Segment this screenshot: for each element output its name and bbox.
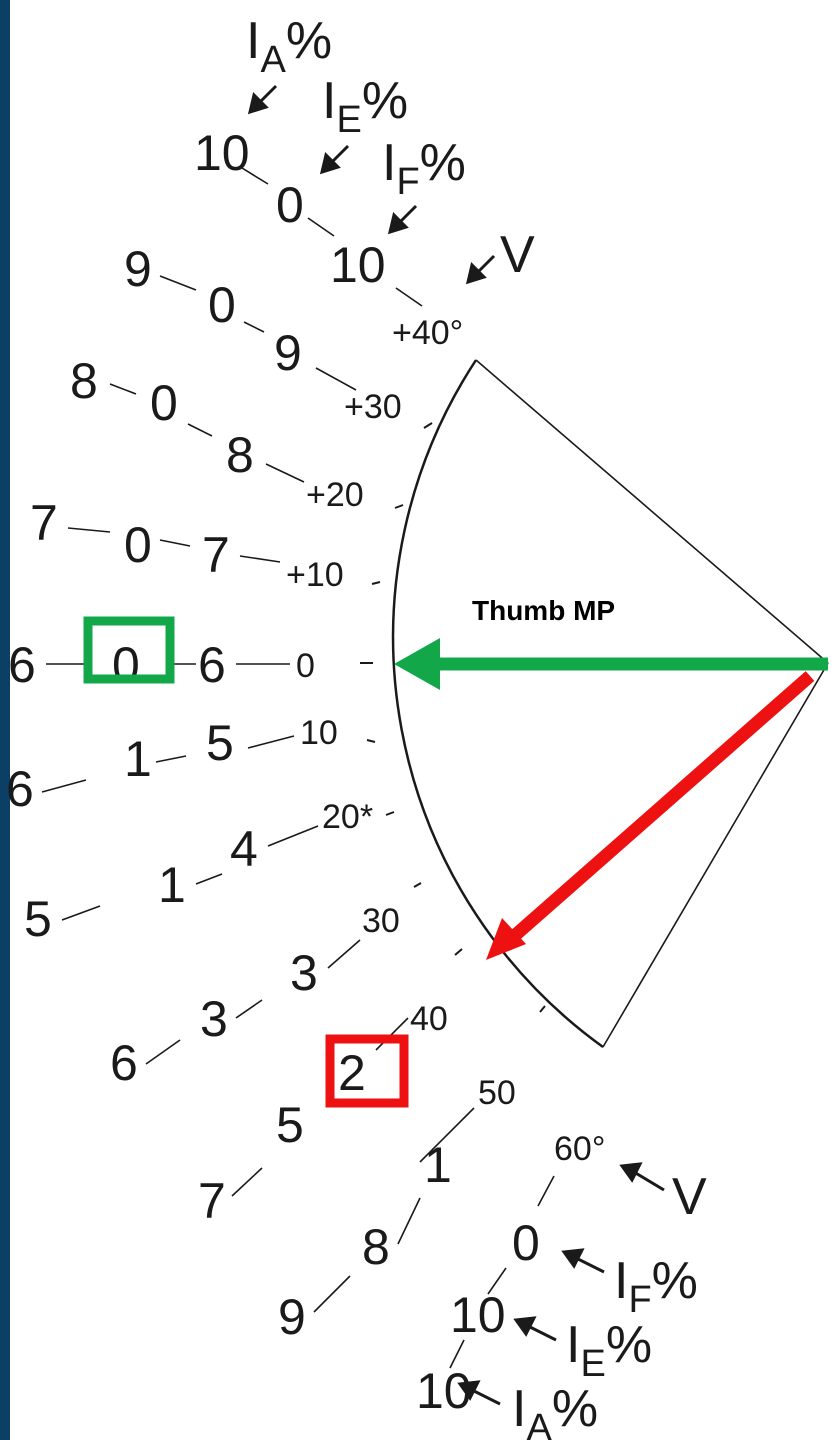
- svg-text:10: 10: [416, 1363, 472, 1419]
- svg-text:0: 0: [124, 517, 152, 573]
- svg-text:30: 30: [362, 902, 400, 940]
- svg-text:8: 8: [226, 427, 254, 483]
- svg-text:IF%: IF%: [614, 1252, 698, 1321]
- row-minus-10: 6 1 5 10: [6, 714, 338, 817]
- top-ia-label: IA%: [246, 12, 332, 81]
- row-minus-30: 6 3 3 30: [110, 902, 400, 1091]
- svg-text:20*: 20*: [322, 798, 373, 836]
- row-tail: 10 10 0: [416, 1215, 540, 1419]
- top-pointer-arrows: [247, 84, 496, 285]
- svg-text:6: 6: [6, 761, 34, 817]
- row-minus-60: 9 8 1 60°: [278, 1130, 605, 1345]
- svg-text:6: 6: [8, 637, 36, 693]
- svg-text:IE%: IE%: [322, 72, 408, 141]
- svg-text:6: 6: [198, 637, 226, 693]
- svg-text:9: 9: [124, 241, 152, 297]
- row-plus-30: 9 0 9 +30: [124, 241, 402, 426]
- svg-text:50: 50: [478, 1074, 516, 1112]
- row-minus-50: 7 5 50: [198, 1074, 516, 1229]
- top-ie-label: IE%: [322, 72, 408, 141]
- green-arrow: [394, 638, 828, 690]
- arc-ticks: [360, 422, 546, 1013]
- bottom-if-label: IF%: [614, 1252, 698, 1321]
- bottom-v-label: V: [672, 1168, 707, 1226]
- svg-text:7: 7: [30, 495, 58, 551]
- red-highlight-box: [325, 1034, 409, 1108]
- svg-text:+40°: +40°: [392, 314, 463, 352]
- svg-text:7: 7: [202, 527, 230, 583]
- svg-text:3: 3: [290, 945, 318, 1001]
- svg-text:1: 1: [124, 731, 152, 787]
- svg-text:0: 0: [512, 1215, 540, 1271]
- svg-text:+10: +10: [286, 556, 344, 594]
- svg-text:7: 7: [198, 1173, 226, 1229]
- bottom-ie-label: IE%: [566, 1316, 652, 1385]
- bottom-pointer-arrows: [457, 1162, 665, 1406]
- svg-text:IA%: IA%: [246, 12, 332, 81]
- red-arrow: [486, 671, 815, 960]
- svg-text:3: 3: [200, 991, 228, 1047]
- svg-text:IF%: IF%: [382, 134, 466, 203]
- svg-text:+20: +20: [306, 476, 364, 514]
- row-plus-40: 10 0 10 +40°: [194, 125, 463, 352]
- row-zero: 6 0 6 0: [8, 637, 315, 693]
- svg-text:0: 0: [208, 277, 236, 333]
- svg-text:10: 10: [194, 125, 250, 181]
- svg-text:0: 0: [296, 647, 315, 685]
- svg-text:5: 5: [24, 891, 52, 947]
- svg-text:6: 6: [110, 1035, 138, 1091]
- svg-text:IE%: IE%: [566, 1316, 652, 1385]
- svg-text:0: 0: [112, 637, 140, 693]
- range-arc: [391, 359, 604, 1049]
- svg-text:60°: 60°: [554, 1130, 605, 1168]
- svg-text:5: 5: [206, 715, 234, 771]
- svg-text:0: 0: [150, 375, 178, 431]
- row-plus-20: 8 0 8 +20: [70, 353, 364, 514]
- upper-boundary-line: [475, 359, 829, 664]
- svg-text:10: 10: [450, 1287, 506, 1343]
- svg-text:8: 8: [70, 353, 98, 409]
- top-v-label: V: [500, 226, 535, 284]
- svg-text:1: 1: [158, 857, 186, 913]
- svg-text:+30: +30: [344, 388, 402, 426]
- svg-text:4: 4: [230, 821, 258, 877]
- row-minus-20: 5 1 4 20*: [24, 798, 373, 947]
- svg-text:5: 5: [276, 1097, 304, 1153]
- svg-text:8: 8: [362, 1219, 390, 1275]
- left-frame-strip: [0, 0, 10, 1440]
- svg-text:10: 10: [300, 714, 338, 752]
- green-highlight-box: [83, 616, 175, 684]
- svg-text:40: 40: [410, 1000, 448, 1038]
- svg-text:10: 10: [330, 237, 386, 293]
- svg-text:0: 0: [276, 177, 304, 233]
- svg-text:9: 9: [274, 325, 302, 381]
- diagram-title: Thumb MP: [472, 595, 615, 626]
- top-if-label: IF%: [382, 134, 466, 203]
- svg-text:1: 1: [424, 1137, 452, 1193]
- svg-text:2: 2: [338, 1045, 366, 1101]
- lower-boundary-line: [602, 662, 829, 1048]
- svg-text:IA%: IA%: [512, 1380, 598, 1440]
- row-plus-10: 7 0 7 +10: [30, 495, 344, 594]
- row-minus-40: 2 40: [338, 1000, 448, 1101]
- svg-text:9: 9: [278, 1289, 306, 1345]
- bottom-ia-label: IA%: [512, 1380, 598, 1440]
